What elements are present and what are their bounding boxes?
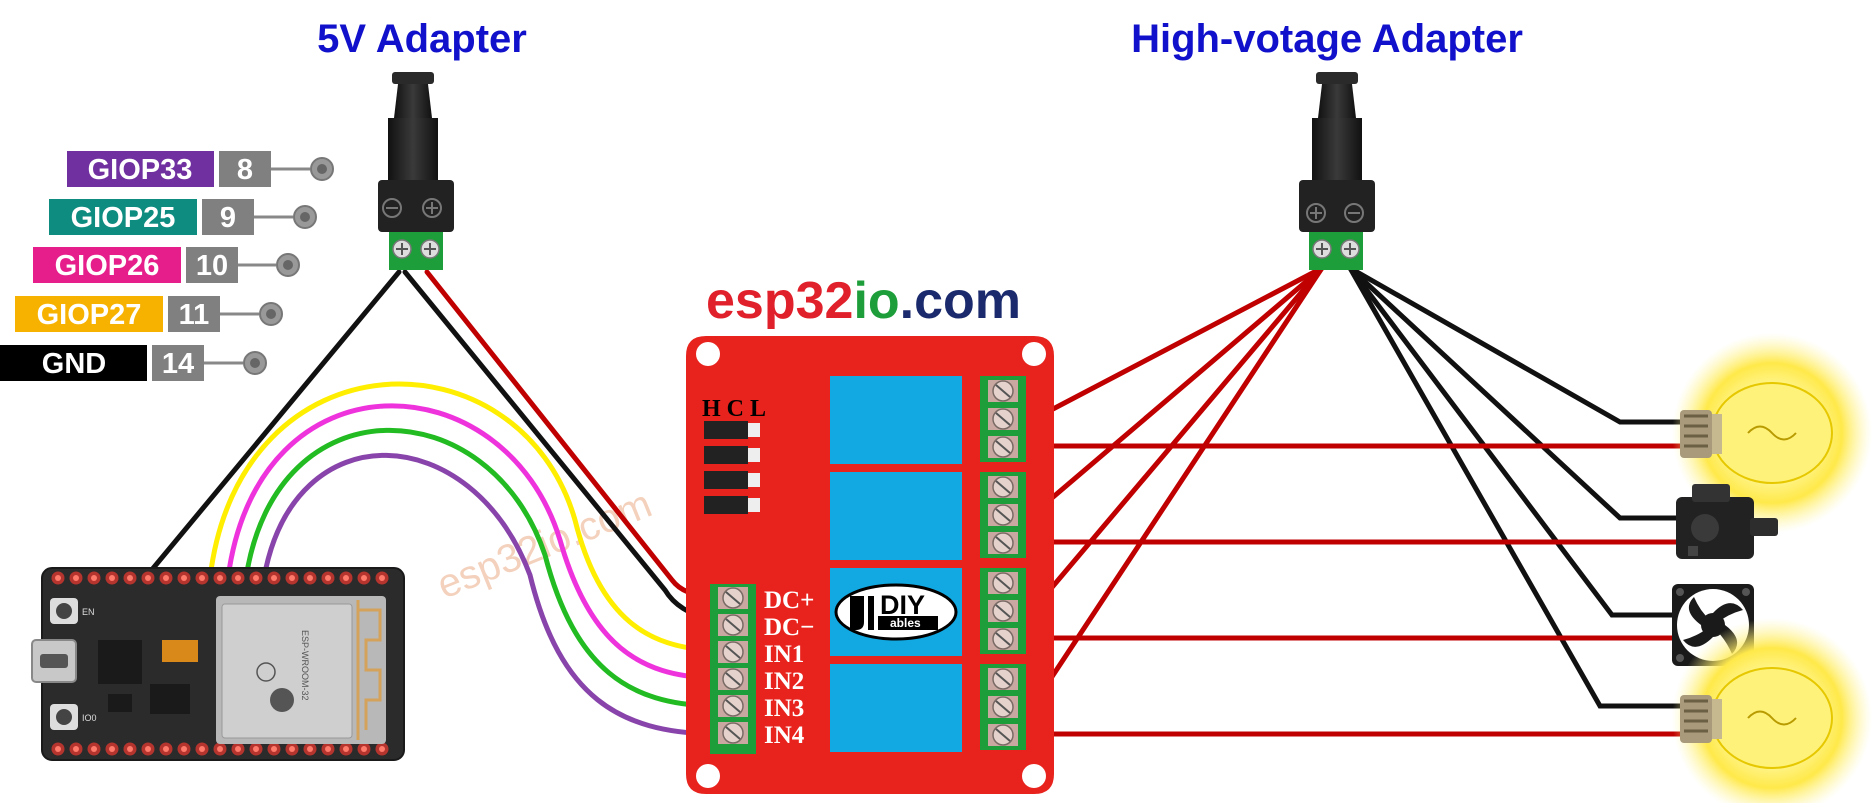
pin-label: GIOP27 — [37, 299, 142, 331]
minus-icon — [1344, 203, 1364, 223]
mount-hole — [1022, 764, 1046, 788]
pin-label: GND — [42, 348, 106, 380]
pin-number: 10 — [196, 250, 228, 282]
wire-hv-positive — [1029, 265, 1325, 710]
terminal-label-dcminus: DC− — [764, 614, 814, 641]
pin-row: GIOP25 9 — [49, 199, 317, 235]
light-bulb-icon — [1672, 333, 1872, 533]
adapter-5v-title: 5V Adapter — [317, 17, 527, 61]
pin-header-bottom — [51, 742, 389, 756]
adapter-hv-title: High-votage Adapter — [1131, 17, 1523, 61]
wire-in3 — [243, 427, 715, 709]
wire-hv-negative — [1347, 265, 1675, 618]
pin-label-bg — [67, 151, 214, 187]
pin-header-top — [51, 571, 389, 585]
plus-icon — [422, 198, 442, 218]
terminal-label-in2: IN2 — [764, 668, 804, 695]
pin-number: 14 — [162, 348, 194, 380]
relay-module: H C L DIY ables DC+ DC− IN1 IN2 — [686, 336, 1054, 794]
pin-number-bg — [219, 151, 271, 187]
plus-icon — [1306, 203, 1326, 223]
pin-label-bg — [49, 199, 197, 235]
pin-label-bg — [33, 247, 181, 283]
pin-number-bg — [186, 247, 238, 283]
brand-part: io — [853, 272, 899, 330]
wire-hv-negative — [1347, 265, 1693, 425]
module-label: ESP-WROOM-32 — [300, 630, 310, 701]
input-terminals — [718, 587, 748, 744]
pin-number: 8 — [237, 154, 253, 186]
terminal-label-in3: IN3 — [764, 695, 804, 722]
pin-label: GIOP33 — [88, 154, 193, 186]
mount-hole — [696, 764, 720, 788]
pin-number-bg — [152, 345, 204, 381]
mount-hole — [1022, 342, 1046, 366]
minus-icon — [382, 198, 402, 218]
water-pump-icon — [1676, 484, 1778, 559]
dc-jack-5v — [378, 72, 454, 270]
pin-label: GIOP25 — [71, 202, 176, 234]
pin-row: GIOP33 8 — [67, 151, 334, 187]
brand-logo: esp32io.com — [706, 272, 1021, 330]
pin-row: GIOP26 10 — [33, 247, 300, 283]
wires — [142, 265, 1693, 737]
en-label: EN — [82, 607, 95, 617]
pin-number-bg — [168, 296, 220, 332]
logo-sub: ables — [890, 616, 921, 630]
wire-hv-positive — [1029, 265, 1325, 614]
pin-label-bg — [15, 296, 163, 332]
terminal-label-dcplus: DC+ — [764, 587, 814, 614]
pin-number-bg — [202, 199, 254, 235]
wire-in4 — [261, 452, 715, 737]
pin-number: 9 — [220, 202, 236, 234]
pin-row: GIOP27 11 — [15, 296, 283, 332]
wire-in1 — [207, 381, 715, 653]
dc-jack-hv — [1299, 72, 1375, 270]
wire-hv-positive — [1029, 265, 1325, 423]
pin-row: GND 14 — [0, 345, 267, 381]
light-bulb-icon — [1672, 618, 1872, 803]
logo-text: DIY — [880, 590, 925, 620]
wire-in2 — [225, 403, 715, 681]
ce-mark-icon — [256, 662, 276, 682]
wire-hv-positive — [1029, 265, 1325, 518]
wire-hv-negative — [1347, 265, 1683, 521]
relay-4 — [830, 664, 962, 752]
jumper-header-label: H C L — [702, 396, 766, 422]
brand-part: esp32 — [706, 272, 853, 330]
io0-label: IO0 — [82, 713, 97, 723]
pin-label: GIOP26 — [55, 250, 160, 282]
terminal-label-in1: IN1 — [764, 641, 804, 668]
brand-part: .com — [900, 272, 1021, 330]
pin-number: 11 — [179, 299, 210, 331]
terminal-label-in4: IN4 — [764, 722, 805, 749]
jumper-row — [704, 421, 760, 514]
pin-labels: GIOP33 8 GIOP25 9 GIOP26 10 G — [0, 151, 334, 381]
pin-label-bg — [0, 345, 147, 381]
diyables-logo: DIY ables — [834, 583, 958, 641]
wire-hv-negative — [1347, 265, 1693, 709]
mount-hole — [696, 342, 720, 366]
relay-1 — [830, 376, 962, 464]
wire-gnd — [142, 269, 402, 581]
output-terminals — [980, 376, 1026, 750]
esp32-board: EN IO0 ESP-WROOM-32 — [31, 567, 405, 761]
relay-2 — [830, 472, 962, 560]
